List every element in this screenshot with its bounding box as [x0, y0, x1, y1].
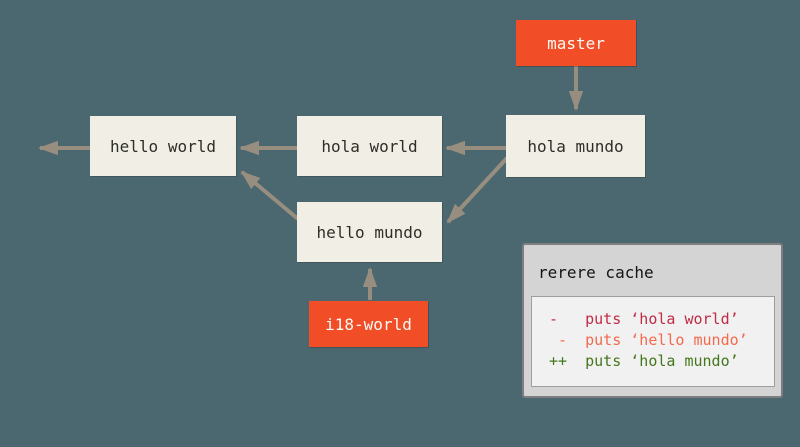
commit-label: hola world	[321, 136, 418, 156]
diff-line-removed-ours: - puts ‘hola world’	[549, 310, 739, 328]
arrow-hello-mundo-to-hello-world	[240, 170, 300, 221]
arrow-hola-mundo-to-hello-mundo	[446, 156, 509, 224]
commit-hola-mundo: hola mundo	[506, 115, 645, 177]
diff-line-added: ++ puts ‘hola mundo’	[549, 352, 739, 370]
branch-tag-master: master	[516, 20, 636, 66]
branch-label: i18-world	[325, 314, 412, 334]
commit-hola-world: hola world	[297, 116, 442, 176]
commit-hello-mundo: hello mundo	[297, 202, 442, 262]
rerere-cache-title: rerere cache	[538, 263, 654, 282]
diff-line-removed-theirs: - puts ‘hello mundo’	[549, 331, 748, 349]
commit-label: hola mundo	[527, 136, 624, 156]
commit-label: hello world	[110, 136, 216, 156]
rerere-cache-panel: rerere cache - puts ‘hola world’ - puts …	[522, 243, 783, 398]
commit-hello-world: hello world	[90, 116, 236, 176]
commit-label: hello mundo	[316, 222, 423, 242]
branch-label: master	[547, 33, 605, 53]
rerere-diff-box: - puts ‘hola world’ - puts ‘hello mundo’…	[531, 296, 775, 387]
branch-tag-i18-world: i18-world	[309, 301, 428, 347]
